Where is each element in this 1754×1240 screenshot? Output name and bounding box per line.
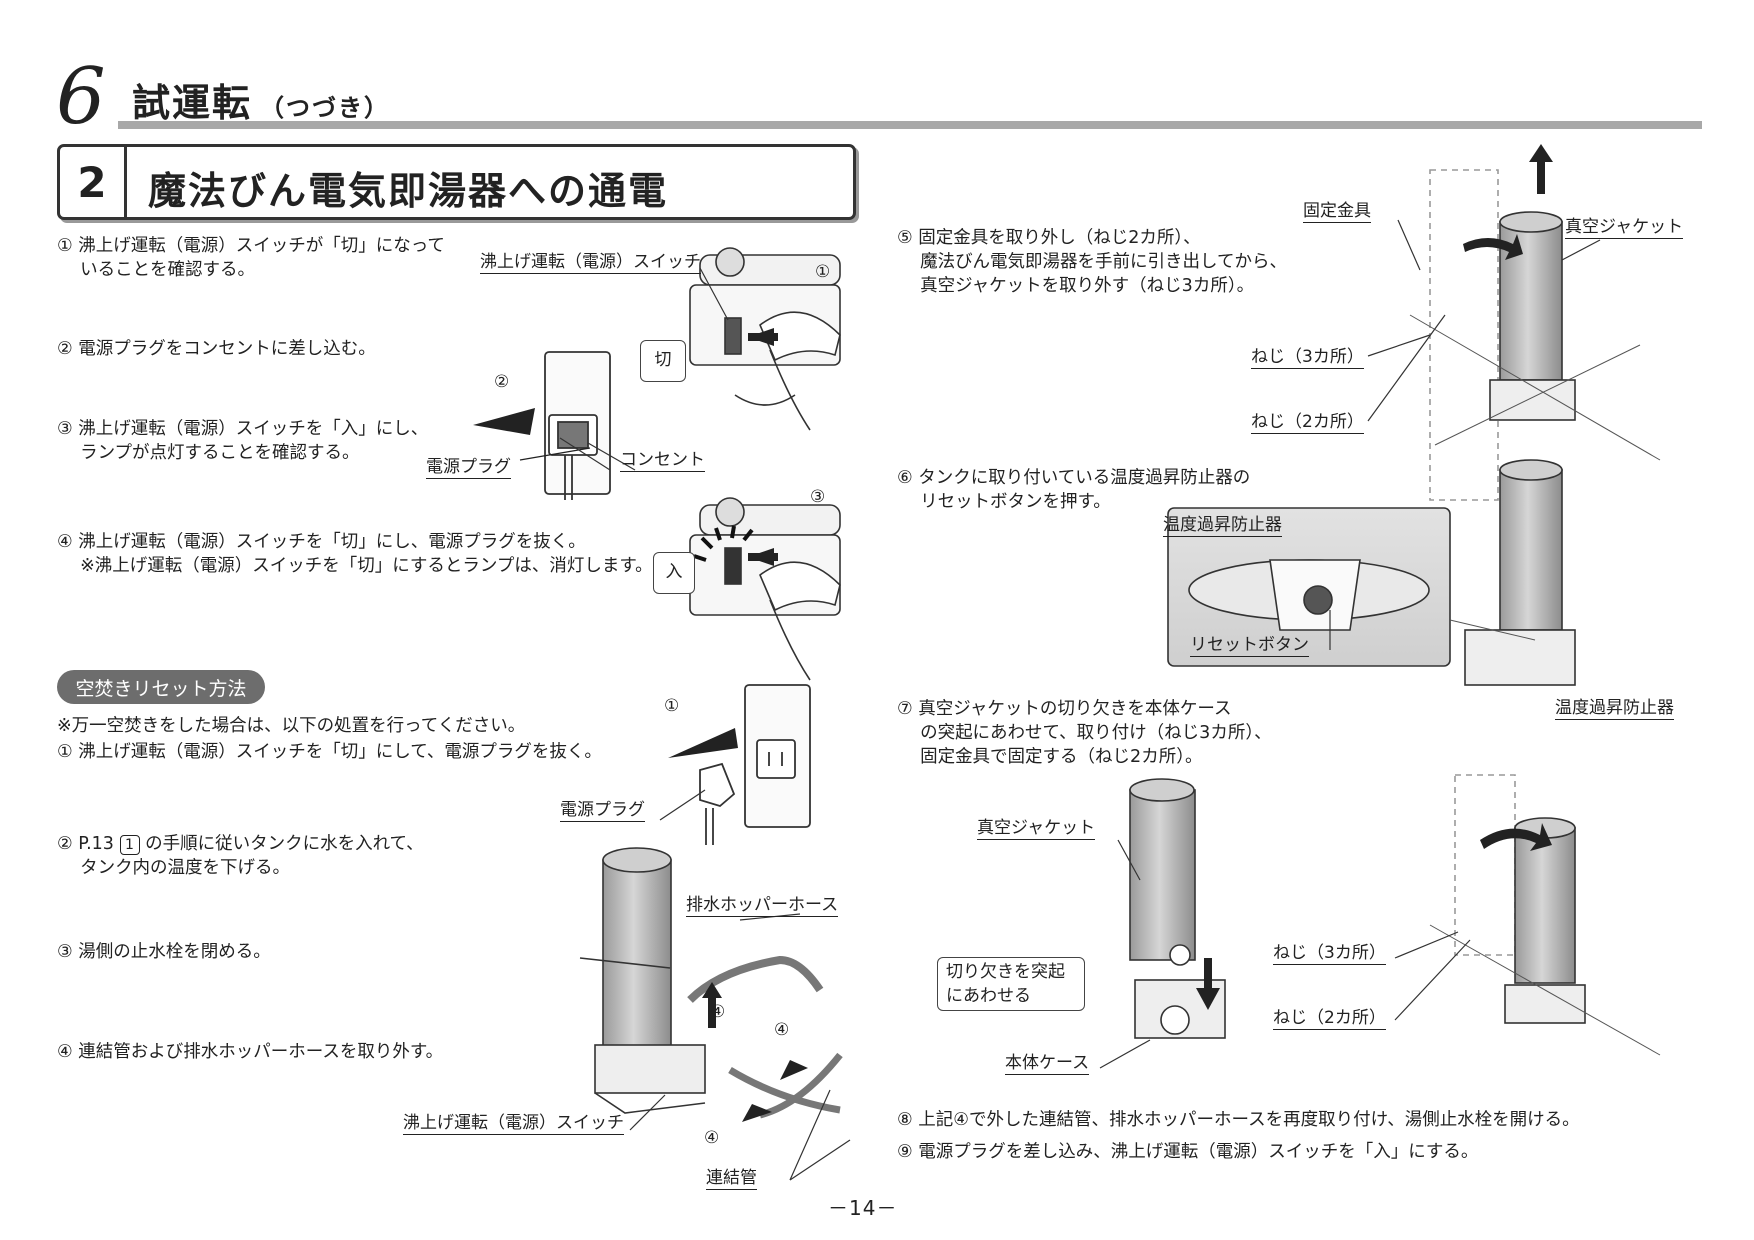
fig2-number-4a: ④ [710, 1002, 726, 1022]
fig1-plug-label: 電源プラグ [426, 452, 511, 479]
fig1-switch-on-drawing [689, 497, 841, 681]
fig3-arrow-up [1529, 144, 1553, 162]
fig3-jacket-removal-drawing [1409, 169, 1661, 501]
chapter-number: 6 [56, 52, 106, 142]
fig4-reset-button-label: リセットボタン [1190, 630, 1309, 657]
fig3-bracket-label: 固定金具 [1303, 196, 1371, 223]
reset-step-2-line-2: タンク内の温度を下げる。 [57, 858, 291, 878]
step-1-line-2: いることを確認する。 [57, 260, 256, 280]
fig4-reset-inset-drawing [1167, 459, 1576, 686]
fig2-pipe-label: 連結管 [706, 1163, 757, 1190]
fig1-off-callout: 切 [640, 340, 686, 382]
fig3-screw3-label: ねじ（3カ所） [1251, 342, 1364, 369]
fig6-arrow-attach [1480, 823, 1552, 851]
step-5-line-3: 真空ジャケットを取り外す（ねじ3カ所）。 [897, 276, 1255, 296]
section-number: 2 [60, 147, 127, 217]
fig5-notch-callout: 切り欠きを突起 にあわせる [937, 957, 1085, 1011]
fig2-number-4b: ④ [774, 1020, 790, 1040]
page-number: －14－ [828, 1196, 898, 1220]
chapter-subtitle: （つづき） [260, 94, 391, 122]
fig1-number-2: ② [494, 372, 510, 392]
fig5-arrow-down [1196, 988, 1220, 1010]
step-5-line-2: 魔法びん電気即湯器を手前に引き出してから、 [897, 252, 1288, 272]
fig2-arrow-pipe-2 [742, 1104, 772, 1122]
step-7-line-2: の突起にあわせて、取り付け（ねじ3カ所）、 [897, 723, 1272, 743]
fig2-outlet-drawing [699, 684, 811, 845]
reset-step-4: ④ 連結管および排水ホッパーホースを取り外す。 [57, 1042, 444, 1062]
fig4-protector-label: 温度過昇防止器 [1163, 510, 1282, 537]
step-7-line-3: 固定金具で固定する（ねじ2カ所）。 [897, 747, 1203, 767]
section-header-box [57, 144, 856, 220]
reset-heading-pill: 空焚きリセット方法 [57, 670, 265, 704]
chapter-rule [118, 121, 1702, 129]
fig2-plug-label: 電源プラグ [560, 795, 645, 822]
fig5-notch-line-1: 切り欠きを突起 [946, 962, 1065, 982]
reset-note: ※万一空焚きをした場合は、以下の処置を行ってください。 [57, 716, 526, 736]
fig2-tank-drawing [579, 847, 843, 1119]
fig2-arrow-hose-up [702, 982, 722, 998]
chapter-title: 試運転（つづき） [132, 72, 390, 127]
fig1-arrow-plug [473, 408, 535, 435]
fig1-outlet-label: コンセント [620, 445, 705, 472]
fig6-jacket-reattach-drawing [1429, 774, 1661, 1056]
reset-step-2-text: の手順に従いタンクに水を入れて、 [145, 834, 424, 854]
fig5-jacket-install-drawing [1129, 778, 1226, 1039]
fig2-arrow-pipe [780, 1060, 808, 1080]
section-title: 魔法びん電気即湯器への通電 [148, 169, 669, 213]
fig2-number-1: ① [664, 696, 680, 716]
chapter-title-text: 試運転 [132, 81, 253, 125]
fig1-number-3: ③ [810, 487, 826, 507]
fig1-switch-off-drawing [689, 247, 841, 431]
leader-lines [559, 219, 1601, 1181]
fig1-lamp-rays [693, 525, 754, 562]
fig2-switch-label: 沸上げ運転（電源）スイッチ [403, 1108, 624, 1135]
step-3-line-1: ③ 沸上げ運転（電源）スイッチを「入」にし、 [57, 419, 429, 439]
fig6-screw3-label: ねじ（3カ所） [1273, 938, 1386, 965]
fig1-switch-label: 沸上げ運転（電源）スイッチ [480, 247, 701, 274]
step-3-line-2: ランプが点灯することを確認する。 [57, 443, 360, 463]
fig6-screw2-label: ねじ（2カ所） [1273, 1003, 1386, 1030]
step-2: ② 電源プラグをコンセントに差し込む。 [57, 339, 376, 359]
step-7-line-1: ⑦ 真空ジャケットの切り欠きを本体ケース [897, 699, 1232, 719]
step-6-line-1: ⑥ タンクに取り付いている温度過昇防止器の [897, 468, 1251, 488]
fig3-screw2-label: ねじ（2カ所） [1251, 407, 1364, 434]
fig1-number-1: ① [815, 262, 831, 282]
fig3-jacket-label: 真空ジャケット [1565, 212, 1684, 239]
reset-step-2-prefix: ② P.13 [57, 834, 114, 854]
step-1-line-1: ① 沸上げ運転（電源）スイッチが「切」になって [57, 236, 445, 256]
fig5-jacket-label: 真空ジャケット [977, 813, 1096, 840]
fig3-arrow-pull [1463, 234, 1523, 260]
fig4-protector-label-2: 温度過昇防止器 [1555, 693, 1674, 720]
fig2-number-4c: ④ [704, 1128, 720, 1148]
reset-step-2-ref-box: 1 [119, 835, 140, 855]
reset-step-2-line-1: ② P.13 1 の手順に従いタンクに水を入れて、 [57, 832, 424, 856]
fig5-notch-line-2: にあわせる [946, 986, 1031, 1006]
step-8: ⑧ 上記④で外した連結管、排水ホッパーホースを再度取り付け、湯側止水栓を開ける。 [897, 1110, 1580, 1130]
fig2-hose-label: 排水ホッパーホース [686, 890, 839, 917]
step-6-line-2: リセットボタンを押す。 [897, 492, 1111, 512]
step-4-line-1: ④ 沸上げ運転（電源）スイッチを「切」にし、電源プラグを抜く。 [57, 532, 586, 552]
fig1-outlet-drawing [544, 351, 611, 500]
fig5-case-label: 本体ケース [1005, 1048, 1090, 1075]
reset-step-3: ③ 湯側の止水栓を閉める。 [57, 942, 271, 962]
reset-step-1: ① 沸上げ運転（電源）スイッチを「切」にして、電源プラグを抜く。 [57, 742, 602, 762]
fig1-on-callout: 入 [653, 552, 695, 594]
step-9: ⑨ 電源プラグを差し込み、沸上げ運転（電源）スイッチを「入」にする。 [897, 1142, 1479, 1162]
fig2-arrow-unplug [668, 728, 738, 758]
step-5-line-1: ⑤ 固定金具を取り外し（ねじ2カ所）、 [897, 228, 1201, 248]
step-4-note: ※沸上げ運転（電源）スイッチを「切」にするとランプは、消灯します。 [57, 556, 653, 576]
